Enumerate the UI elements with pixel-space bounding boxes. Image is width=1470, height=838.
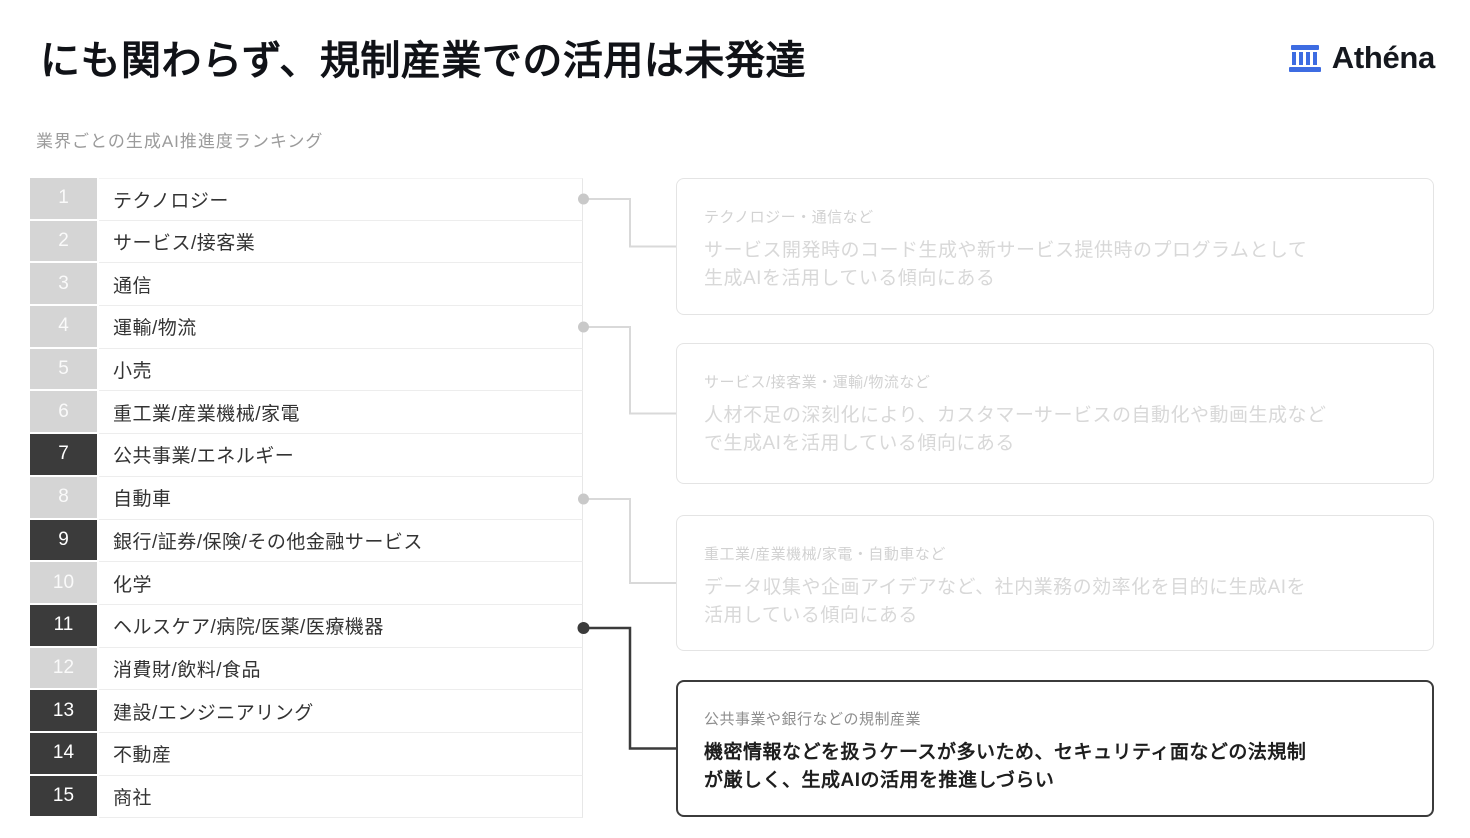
table-row: 7 公共事業/エネルギー [30, 434, 583, 477]
rank-label: サービス/接客業 [99, 220, 583, 264]
callout-box-heavy-industry: 重工業/産業機械/家電・自動車など データ収集や企画アイデアなど、社内業務の効率… [676, 515, 1434, 651]
table-row: 3 通信 [30, 263, 583, 307]
callout-body: 機密情報などを扱うケースが多いため、セキュリティ面などの法規制 が厳しく、生成A… [704, 742, 1307, 791]
callout-box-regulated-industry: 公共事業や銀行などの規制産業 機密情報などを扱うケースが多いため、セキュリティ面… [676, 680, 1434, 817]
table-row: 12 消費財/飲料/食品 [30, 647, 583, 691]
rank-number: 15 [30, 775, 97, 817]
greek-column-icon [1288, 42, 1322, 74]
rank-label: 消費財/飲料/食品 [99, 647, 583, 691]
rank-label: 建設/エンジニアリング [99, 690, 583, 733]
rank-label: 公共事業/エネルギー [99, 434, 583, 477]
rank-label: 不動産 [99, 732, 583, 776]
table-row: 10 化学 [30, 562, 583, 605]
rank-label: 重工業/産業機械/家電 [99, 391, 583, 435]
rank-label: ヘルスケア/病院/医薬/医療機器 [99, 604, 583, 648]
rank-number: 5 [30, 348, 97, 390]
table-row: 1 テクノロジー [30, 178, 583, 221]
page-title: にも関わらず、規制産業での活用は未発達 [40, 39, 806, 83]
table-row: 9 銀行/証券/保険/その他金融サービス [30, 519, 583, 563]
table-row: 14 不動産 [30, 732, 583, 776]
callout-header: テクノロジー・通信など [704, 209, 874, 226]
table-row: 4 運輸/物流 [30, 306, 583, 349]
rank-number: 10 [30, 562, 97, 603]
callout-body: 人材不足の深刻化により、カスタマーサービスの自動化や動画生成など で生成AIを活… [704, 405, 1327, 454]
table-row: 2 サービス/接客業 [30, 220, 583, 264]
rank-number: 13 [30, 690, 97, 731]
callout-body: サービス開発時のコード生成や新サービス提供時のプログラムとして 生成AIを活用し… [704, 240, 1308, 289]
table-row: 11 ヘルスケア/病院/医薬/医療機器 [30, 604, 583, 648]
rank-number: 12 [30, 647, 97, 689]
callout-header: 重工業/産業機械/家電・自動車など [704, 546, 946, 563]
callout-box-service-logistics: サービス/接客業・運輸/物流など 人材不足の深刻化により、カスタマーサービスの自… [676, 343, 1434, 484]
rank-number: 6 [30, 391, 97, 433]
brand-name: Athéna [1331, 40, 1436, 75]
callout-body: データ収集や企画アイデアなど、社内業務の効率化を目的に生成AIを 活用している傾… [704, 577, 1307, 626]
rank-number: 11 [30, 604, 97, 646]
table-row: 5 小売 [30, 348, 583, 392]
rank-label: 化学 [99, 562, 583, 605]
rank-number: 8 [30, 476, 97, 518]
rank-number: 9 [30, 519, 97, 561]
callout-header: 公共事業や銀行などの規制産業 [704, 711, 922, 728]
rank-label: 運輸/物流 [99, 306, 583, 349]
rank-label: 自動車 [99, 476, 583, 520]
brand-logo: Athéna [1288, 40, 1435, 76]
table-row: 15 商社 [30, 775, 583, 819]
rank-number: 14 [30, 732, 97, 774]
rank-number: 3 [30, 263, 97, 305]
table-row: 13 建設/エンジニアリング [30, 690, 583, 733]
table-row: 6 重工業/産業機械/家電 [30, 391, 583, 435]
rank-label: テクノロジー [99, 178, 583, 221]
table-row: 8 自動車 [30, 476, 583, 520]
rank-label: 銀行/証券/保険/その他金融サービス [99, 519, 583, 563]
ranking-caption: 業界ごとの生成AI推進度ランキング [36, 132, 324, 151]
rank-number: 2 [30, 220, 97, 262]
rank-number: 4 [30, 306, 97, 347]
rank-number: 7 [30, 434, 97, 475]
rank-label: 商社 [99, 775, 583, 819]
rank-label: 通信 [99, 263, 583, 307]
rank-number: 1 [30, 178, 97, 219]
callout-box-technology: テクノロジー・通信など サービス開発時のコード生成や新サービス提供時のプログラム… [676, 178, 1434, 315]
rank-label: 小売 [99, 348, 583, 392]
callout-header: サービス/接客業・運輸/物流など [704, 374, 931, 391]
ranking-table: 1 テクノロジー 2 サービス/接客業 3 通信 4 運輸/物流 5 小売 6 … [30, 178, 583, 819]
